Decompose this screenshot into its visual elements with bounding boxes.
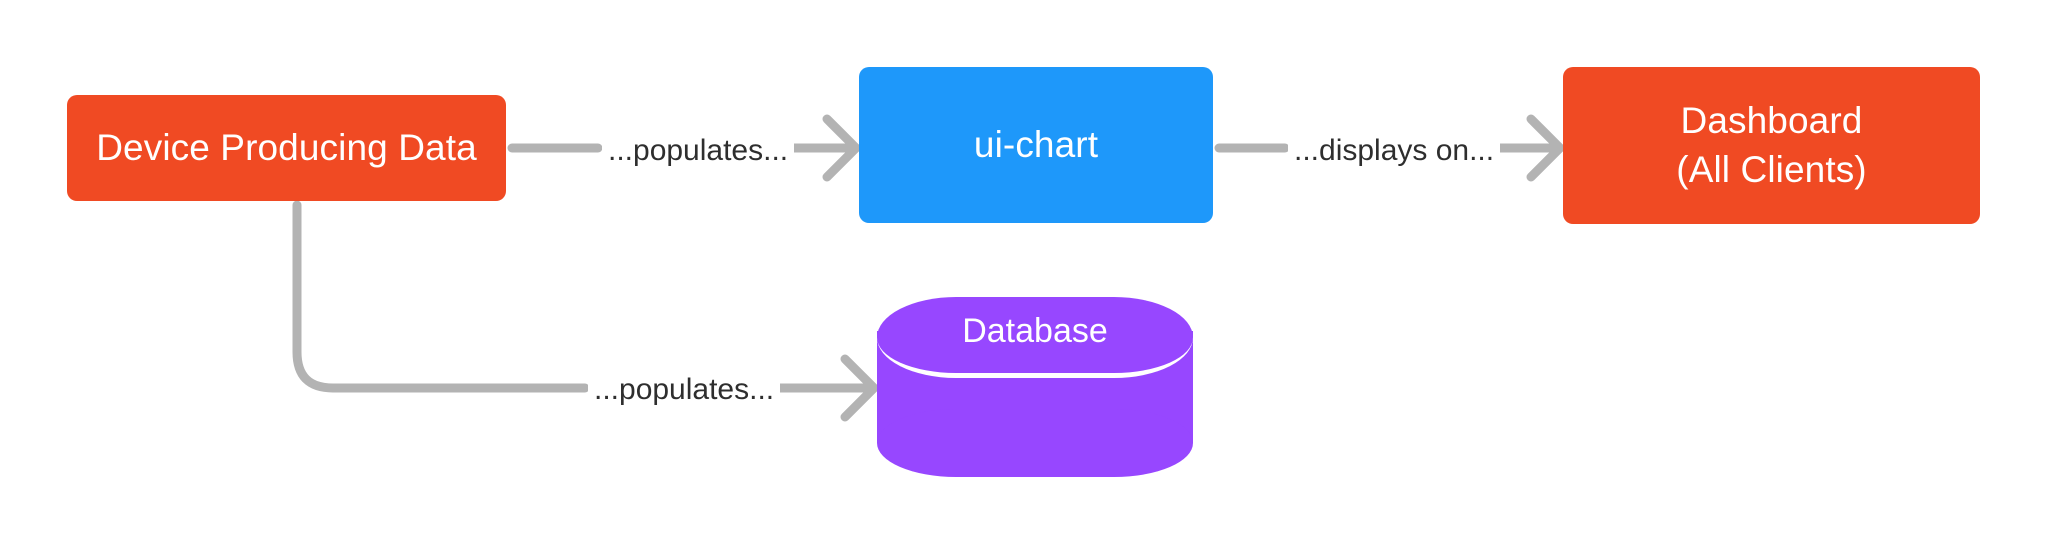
edge-line-device-to-database: [292, 200, 590, 393]
node-database-label: Database: [962, 312, 1108, 350]
arrowhead-dashboard: [1526, 114, 1565, 182]
node-device-label: Device Producing Data: [96, 126, 477, 168]
cylinder-bottom-ellipse: [877, 409, 1193, 477]
node-dashboard-label-line-2: (All Clients): [1676, 148, 1867, 190]
node-ui-chart[interactable]: ui-chart: [859, 67, 1213, 223]
edge-label-uichart-to-dashboard: ...displays on...: [1288, 133, 1501, 169]
edge-label-device-to-uichart: ...populates...: [602, 133, 795, 169]
cylinder-top-ellipse: [877, 297, 1193, 378]
edge-device-to-database: [292, 200, 879, 422]
node-dashboard-label-line-1: Dashboard: [1680, 100, 1863, 142]
arrowhead-database: [840, 354, 879, 422]
node-ui-chart-label: ui-chart: [973, 123, 1099, 165]
edge-label-device-to-database: ...populates...: [588, 372, 781, 408]
node-device-producing-data[interactable]: Device Producing Data: [67, 95, 506, 201]
node-database[interactable]: Database: [877, 297, 1193, 477]
node-dashboard[interactable]: Dashboard (All Clients): [1563, 67, 1980, 224]
arrowhead-uichart: [822, 114, 861, 182]
